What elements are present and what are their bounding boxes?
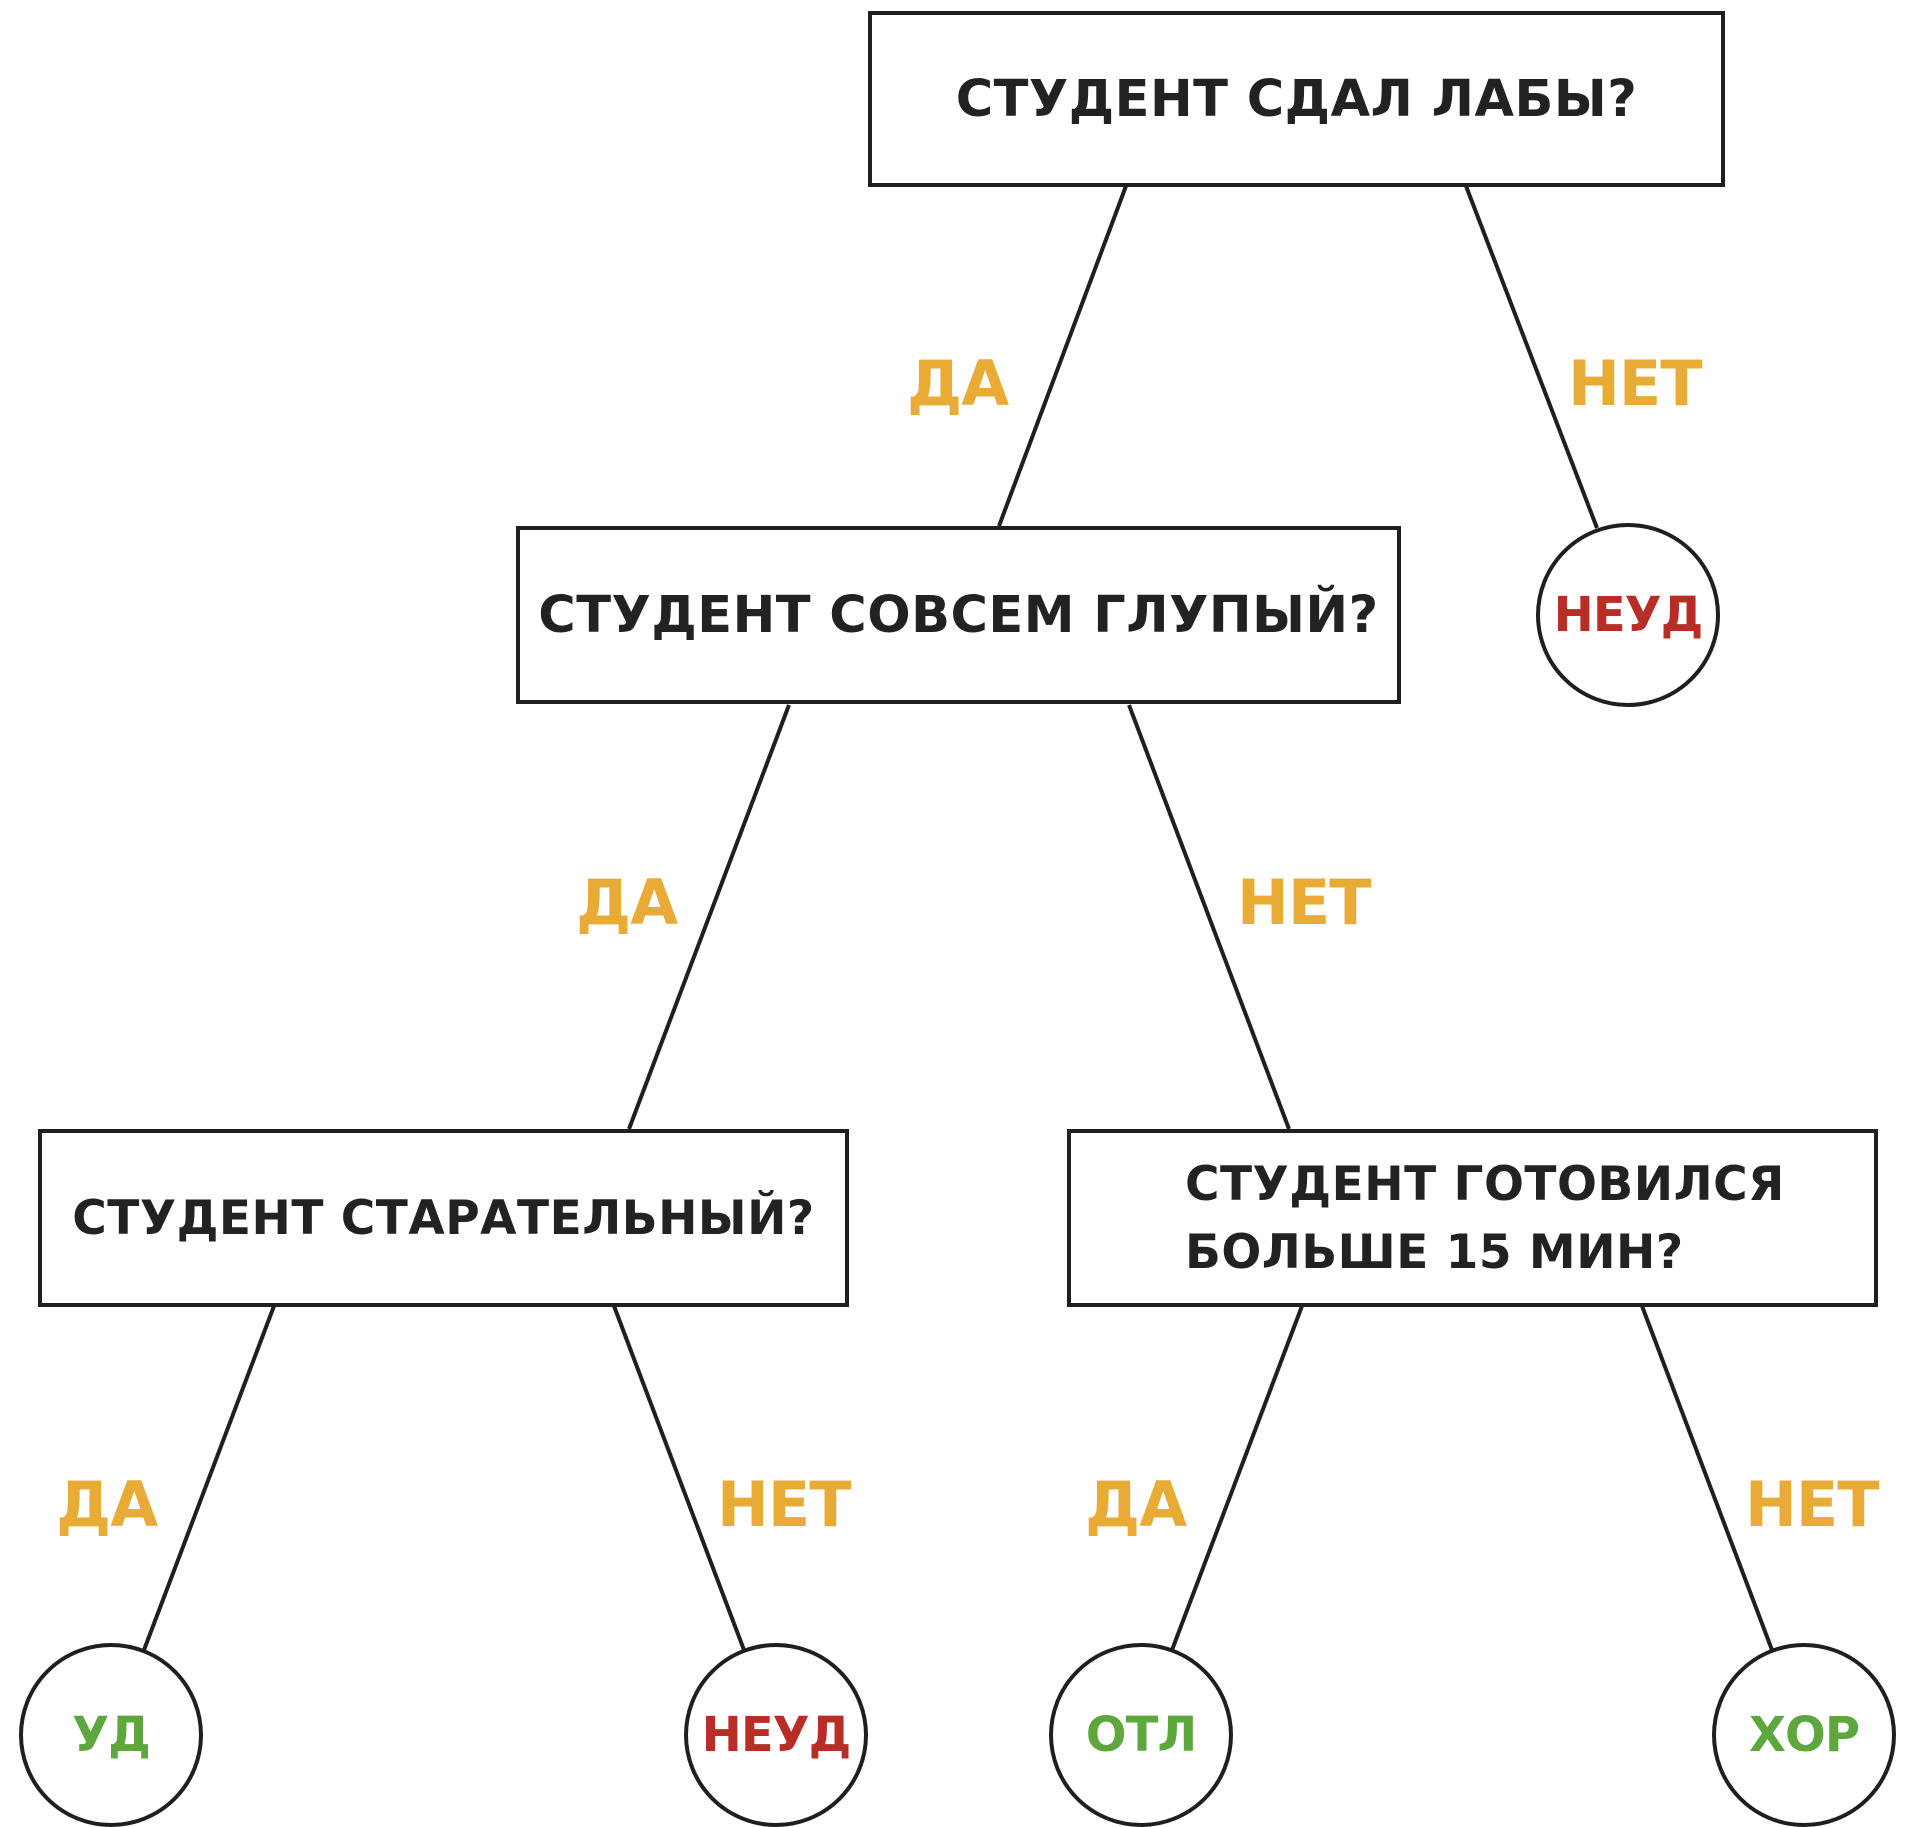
edge-label-mid-no: НЕТ (1237, 866, 1372, 939)
edge-root-no (1464, 185, 1599, 529)
outcome-right-yes-text: ОТЛ (1085, 1707, 1197, 1763)
edge-right-yes (1170, 1305, 1304, 1651)
question-mid-text: СТУДЕНТ СОВСЕМ ГЛУПЫЙ? (538, 585, 1379, 645)
question-root-text: СТУДЕНТ СДАЛ ЛАБЫ? (955, 69, 1638, 129)
outcome-left-no: НЕУД (684, 1643, 868, 1827)
question-left: СТУДЕНТ СТАРАТЕЛЬНЫЙ? (38, 1129, 849, 1307)
outcome-root-no-text: НЕУД (1553, 587, 1704, 643)
outcome-right-no-text: ХОР (1749, 1707, 1860, 1763)
edge-label-left-yes: ДА (56, 1468, 158, 1541)
question-left-text: СТУДЕНТ СТАРАТЕЛЬНЫЙ? (72, 1190, 815, 1246)
edge-label-right-yes: ДА (1085, 1468, 1187, 1541)
question-right-text-line1: СТУДЕНТ ГОТОВИЛСЯ (1185, 1157, 1785, 1212)
outcome-left-yes: УД (19, 1643, 203, 1827)
question-right-text-line2: БОЛЬШЕ 15 МИН? (1185, 1225, 1684, 1280)
edge-label-left-no: НЕТ (717, 1468, 852, 1541)
outcome-root-no: НЕУД (1536, 523, 1720, 707)
edge-label-mid-yes: ДА (576, 866, 678, 939)
question-mid: СТУДЕНТ СОВСЕМ ГЛУПЫЙ? (516, 526, 1401, 704)
edge-right-no (1640, 1305, 1774, 1651)
edge-left-no (612, 1305, 746, 1651)
outcome-right-yes: ОТЛ (1049, 1643, 1233, 1827)
outcome-left-no-text: НЕУД (701, 1707, 852, 1763)
edge-label-root-yes: ДА (907, 347, 1009, 420)
outcome-right-no: ХОР (1712, 1643, 1896, 1827)
question-root: СТУДЕНТ СДАЛ ЛАБЫ? (868, 11, 1725, 187)
edge-mid-no (1127, 704, 1291, 1130)
edge-label-right-no: НЕТ (1745, 1468, 1880, 1541)
edge-root-yes (997, 185, 1128, 527)
question-right: СТУДЕНТ ГОТОВИЛСЯ БОЛЬШЕ 15 МИН? (1067, 1129, 1878, 1307)
edge-mid-yes (627, 704, 791, 1130)
edge-label-root-no: НЕТ (1568, 347, 1703, 420)
outcome-left-yes-text: УД (72, 1707, 151, 1763)
edge-left-yes (142, 1305, 276, 1651)
